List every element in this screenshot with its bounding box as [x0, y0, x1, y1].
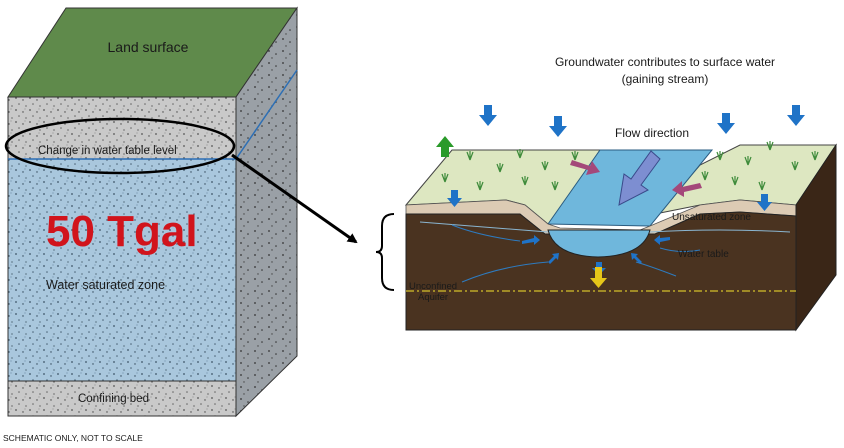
footer-note: SCHEMATIC ONLY, NOT TO SCALE [3, 433, 143, 443]
unsaturated-zone-label: Unsaturated zone [672, 212, 751, 223]
groundwater-flow-arrows [522, 235, 670, 275]
title-line-1: Groundwater contributes to surface water [555, 55, 775, 69]
land-surface-label: Land surface [108, 39, 189, 55]
water-table-curve [419, 221, 791, 233]
unsaturated-band [7, 96, 237, 160]
water-table-label: Water table [678, 249, 729, 260]
saturated-zone-label: Water saturated zone [46, 278, 165, 292]
grass-tufts [441, 141, 819, 191]
volume-label: 50 Tgal [46, 207, 198, 256]
flow-lines [451, 224, 701, 283]
stream-cross-section [547, 229, 651, 258]
change-water-table-label: Change in water table level [38, 145, 177, 157]
soil-side-face [795, 143, 837, 332]
evapotranspiration-arrow [436, 136, 454, 157]
unconfined-label-1: Unconfined [409, 281, 457, 292]
recharge-arrow [590, 267, 607, 288]
aquifer-bracket [375, 213, 395, 291]
flow-direction-label: Flow direction [615, 126, 689, 140]
infiltration-arrows [447, 105, 805, 211]
water-table-side-line [235, 69, 298, 160]
left-block: Land surface Change in water table level… [3, 6, 358, 443]
flow-direction-arrow [618, 150, 661, 206]
saturated-zone [7, 158, 237, 382]
confining-bed-label: Confining bed [78, 393, 149, 405]
change-highlight-ellipse [4, 117, 236, 175]
confining-bed [7, 380, 237, 417]
title-line-2: (gaining stream) [622, 72, 709, 86]
unconfined-label-2: Aquifer [418, 292, 448, 303]
right-block: Groundwater contributes to surface water… [375, 55, 837, 332]
runoff-arrow-right [672, 181, 702, 197]
connector-arrow [231, 153, 358, 244]
runoff-arrow-left [570, 160, 600, 175]
